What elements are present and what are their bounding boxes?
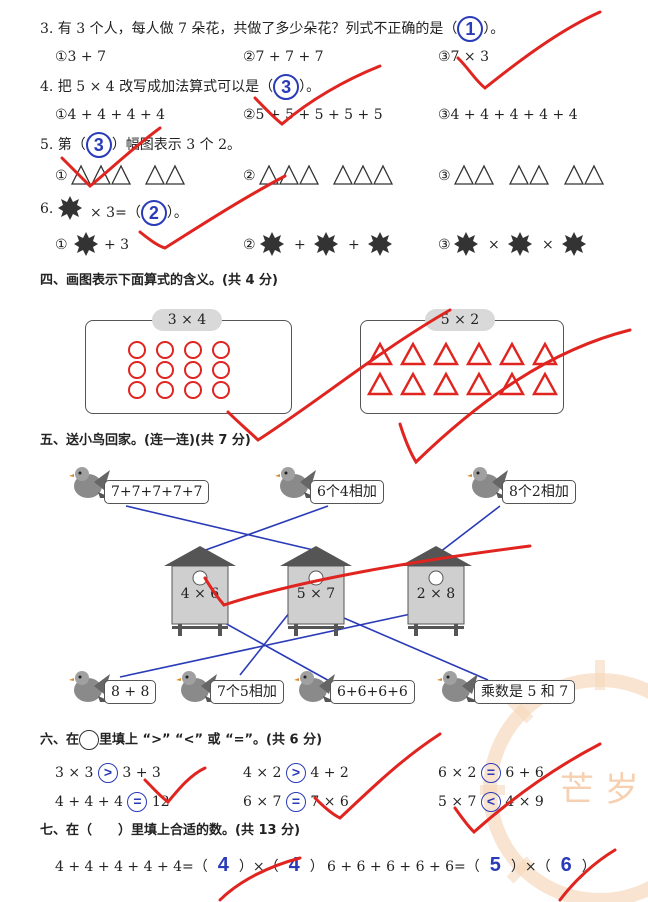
right-picture-box [360,320,564,414]
drawn-circle [212,381,230,399]
fill-expr-right: 6 + 6 + 6 + 6 + 6=（5）×（6） [327,854,596,876]
q4-option-1: ①4 + 4 + 4 + 4 [55,107,166,123]
q6-option-3-times-a: × [488,237,500,253]
q6-option-3-times-b: × [542,237,554,253]
drawn-circle [156,381,174,399]
compare-item-1: 3 × 3 > 3 + 3 [55,763,161,783]
drawn-triangle [531,371,559,396]
drawn-circle [128,361,146,379]
q3-text: 3. 有 3 个人，每人做 7 朵花，共做了多少朵花？列式不正确的是（1）。 [40,16,504,42]
bottom-bird-label-1: 8 + 8 [104,680,157,704]
q5-answer: 3 [85,132,112,158]
drawn-triangle [366,341,394,366]
watermark-text: 芒 岁 [560,770,639,810]
drawn-triangle [465,371,493,396]
q5-option-3: ③ [438,168,451,184]
q4-answer: 3 [273,74,300,100]
drawn-triangle [399,341,427,366]
q3-option-2: ②7 + 7 + 7 [243,49,324,65]
q5-option-1: ① [55,168,68,184]
q6-label: 6. [40,201,54,217]
left-label: 3 × 4 [152,309,222,331]
drawn-triangle [399,371,427,396]
q4-text: 4. 把 5 × 4 改写成加法算式可以是（3）。 [40,74,320,100]
q3-option-3: ③7 × 3 [438,49,489,65]
drawn-triangle [366,371,394,396]
house-label-1: 4 × 6 [180,586,220,602]
drawn-circle [156,361,174,379]
q6-text: × 3=（2）。 [90,200,188,226]
empty-circle-icon [79,730,100,750]
fill-expr-left: 4 + 4 + 4 + 4 + 4=（4）×（4） [55,854,324,876]
house-label-2: 5 × 7 [296,586,336,602]
q3-option-1: ①3 + 7 [55,49,106,65]
q5-text: 5. 第（3）幅图表示 3 个 2。 [40,132,241,158]
q6-answer: 2 [140,200,167,226]
drawn-circle [156,341,174,359]
drawn-triangle [432,371,460,396]
drawn-circle [184,341,202,359]
top-bird-label-2: 6个4相加 [310,480,384,504]
bottom-bird-label-2: 7个5相加 [210,680,284,704]
drawn-circle [212,361,230,379]
q6-option-2-plus-b: + [348,237,360,253]
q5-option-2: ② [243,168,256,184]
bottom-bird-label-4: 乘数是 5 和 7 [474,680,576,704]
compare-item-2: 4 × 2 > 4 + 2 [243,763,349,783]
section-4-title: 四、画图表示下面算式的含义。(共 4 分) [40,273,278,288]
house-label-3: 2 × 8 [416,586,456,602]
section-6-title: 六、在里填上 “>” “<” 或 “=”。(共 6 分) [40,730,322,750]
top-bird-label-3: 8个2相加 [502,480,576,504]
section-7-title: 七、在（）里填上合适的数。(共 13 分) [40,823,301,838]
q4-option-3: ③4 + 4 + 4 + 4 + 4 [438,107,578,123]
q6-option-2-plus-a: + [294,237,306,253]
drawn-triangle [498,371,526,396]
compare-item-3: 6 × 2 = 6 + 6 [438,763,544,783]
compare-item-5: 6 × 7 = 7 × 6 [243,792,349,812]
drawn-triangle [465,341,493,366]
drawn-circle [184,361,202,379]
bottom-bird-label-3: 6+6+6+6 [330,680,415,704]
drawn-triangle [498,341,526,366]
drawn-circle [128,341,146,359]
section-5-title: 五、送小鸟回家。(连一连)(共 7 分) [40,433,251,448]
drawn-triangle [432,341,460,366]
drawn-circle [212,341,230,359]
q6-option-1: ① [55,237,68,253]
drawn-circle [128,381,146,399]
compare-item-4: 4 + 4 + 4 = 12 [55,792,170,812]
q6-option-3: ③ [438,237,451,253]
q3-answer: 1 [457,16,484,42]
top-bird-label-1: 7+7+7+7+7 [104,480,210,504]
q6-option-2: ② [243,237,256,253]
drawn-circle [184,381,202,399]
q6-option-1-plus: + 3 [104,237,130,253]
